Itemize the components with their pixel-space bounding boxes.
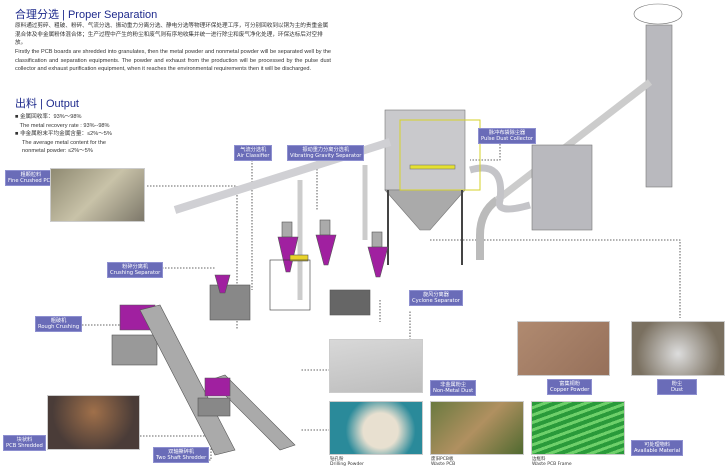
section-title-separation: 合理分选 | Proper Separation [15,9,158,21]
output-item-en: The metal recovery rate : 93%--98% [19,122,110,129]
output-item-cn: 金属回收率：93%～98% [19,114,82,120]
output-item-en: The average metal content for the nonmet… [22,139,106,155]
photo-drilling-powder [329,401,423,455]
output-item: ■ 非金属粉末平均金属含量：≤2%～5%The average metal co… [15,130,125,156]
separator-machines [209,219,389,321]
crusher-conveyors [111,304,296,456]
photo-nonmetal-dust [329,339,423,393]
photo-pcb-shredded [47,395,140,450]
exhaust-stack [476,3,683,260]
intro-text-en: Firstly the PCB boards are shredded into… [15,49,331,73]
output-item-cn: 非金属粉末平均金属含量：≤2%～5% [19,131,112,138]
pulse-dust-collector [384,109,481,265]
photo-copper-powder [517,321,610,376]
photo-waste-pcb [430,401,524,455]
photo-fine-crushed-pcb [50,168,145,222]
photo-dust [631,321,725,376]
output-item: ■ 金属回收率：93%～98% The metal recovery rate … [15,114,110,129]
output-list: ■ 金属回收率：93%～98% The metal recovery rate … [15,113,125,156]
photo-waste-pcb-frame [531,401,625,455]
intro-text-cn: 原料通过剪碎、粗破、粉碎、气流分选、振动重力分离分选、静电分选等物理环保处理工序… [15,23,329,47]
section-title-output: 出料 | Output [15,98,79,110]
